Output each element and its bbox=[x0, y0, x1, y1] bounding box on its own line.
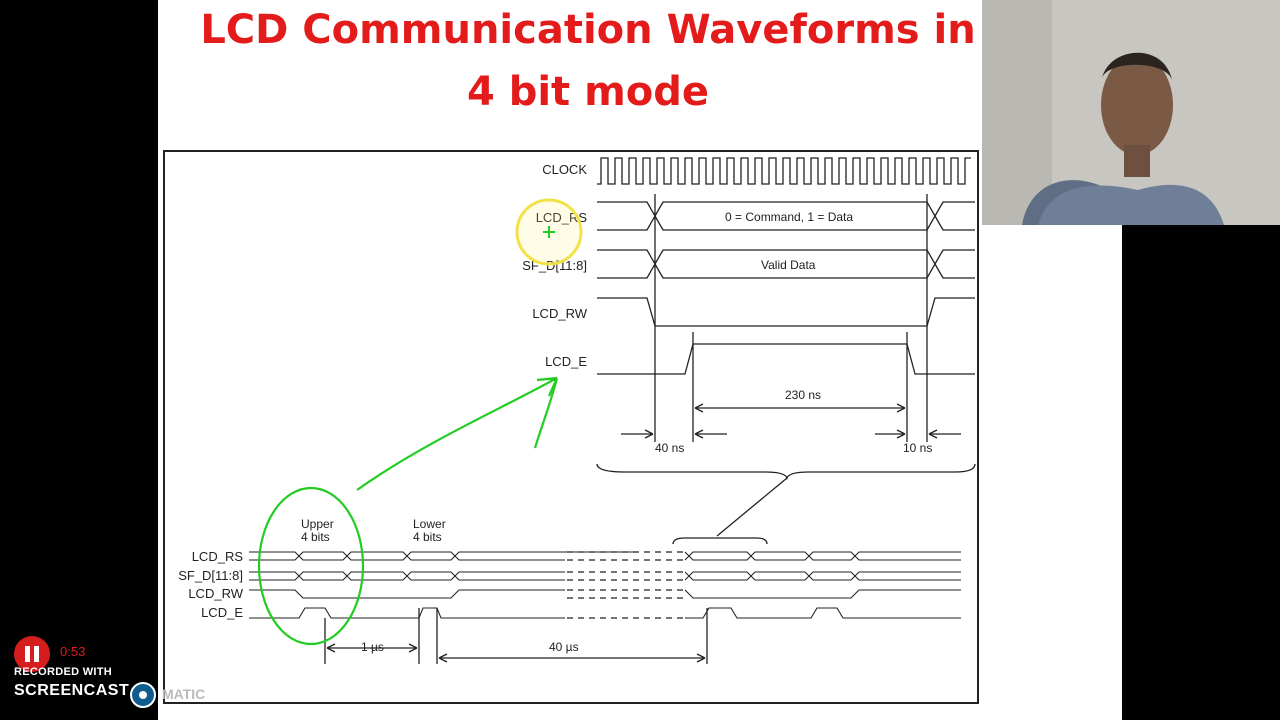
lower-label-lcd-e: LCD_E bbox=[201, 605, 243, 620]
screencast-brand: SCREENCAST bbox=[14, 682, 130, 699]
arrow-40ns bbox=[621, 429, 727, 439]
lower-label-lcd-rs: LCD_RS bbox=[191, 549, 243, 564]
lower-label-sf-d: SF_D[11:8] bbox=[178, 568, 243, 583]
waveform-drawing bbox=[249, 157, 976, 664]
rs-bus-label: 0 = Command, 1 = Data bbox=[725, 210, 854, 224]
setup-time-label: 40 ns bbox=[655, 441, 685, 455]
green-circle-annotation bbox=[257, 486, 365, 646]
green-annotations bbox=[257, 376, 559, 646]
arrow-40us bbox=[438, 653, 706, 663]
lower-bits-label-2: 4 bits bbox=[413, 530, 442, 544]
lower-label-lcd-rw: LCD_RW bbox=[188, 586, 243, 601]
arrow-10ns bbox=[875, 429, 961, 439]
slide-title-line2: 4 bit mode bbox=[466, 69, 710, 115]
lcd-rw-waveform bbox=[597, 297, 975, 327]
pause-recording-button[interactable] bbox=[14, 636, 50, 672]
data-bus-label: Valid Data bbox=[761, 258, 816, 272]
lower-bits-label-1: Lower bbox=[413, 517, 446, 531]
arrow-1us bbox=[326, 643, 418, 653]
zoom-connector bbox=[716, 477, 788, 537]
presentation-slide: LCD Communication Waveforms in 4 bit mod… bbox=[158, 0, 1122, 720]
arrow-230ns bbox=[694, 403, 906, 413]
screencast-brand-suffix: MATIC bbox=[162, 686, 206, 702]
gap-40us-label: 40 µs bbox=[549, 640, 579, 654]
clock-waveform bbox=[597, 157, 971, 185]
lcd-e-waveform bbox=[597, 343, 975, 375]
slide-title-line1: LCD Communication Waveforms in bbox=[200, 7, 976, 53]
screencast-logo-icon bbox=[130, 682, 156, 708]
recording-time: 0:53 bbox=[60, 644, 86, 659]
recorded-with-text: RECORDED WITH bbox=[14, 666, 113, 678]
upper-bits-label-1: Upper bbox=[301, 517, 334, 531]
green-arrow-annotation bbox=[356, 376, 559, 491]
gap-1us-label: 1 µs bbox=[361, 640, 384, 654]
presenter-video bbox=[982, 0, 1280, 225]
timing-diagram-frame: CLOCK LCD_RS SF_D[11:8] LCD_RW LCD_E 0 =… bbox=[163, 150, 979, 704]
webcam-overlay bbox=[982, 0, 1280, 225]
upper-bits-label-2: 4 bits bbox=[301, 530, 330, 544]
pulse-width-label: 230 ns bbox=[785, 388, 822, 402]
timing-guides bbox=[654, 194, 928, 442]
signal-label-lcd-e: LCD_E bbox=[545, 354, 587, 369]
zoom-small-bracket bbox=[672, 537, 768, 545]
hold-time-label: 10 ns bbox=[903, 441, 933, 455]
dashed-gap bbox=[567, 551, 683, 619]
signal-label-lcd-rw: LCD_RW bbox=[532, 306, 587, 321]
signal-label-clock: CLOCK bbox=[542, 162, 587, 177]
cursor-highlight bbox=[515, 198, 583, 266]
